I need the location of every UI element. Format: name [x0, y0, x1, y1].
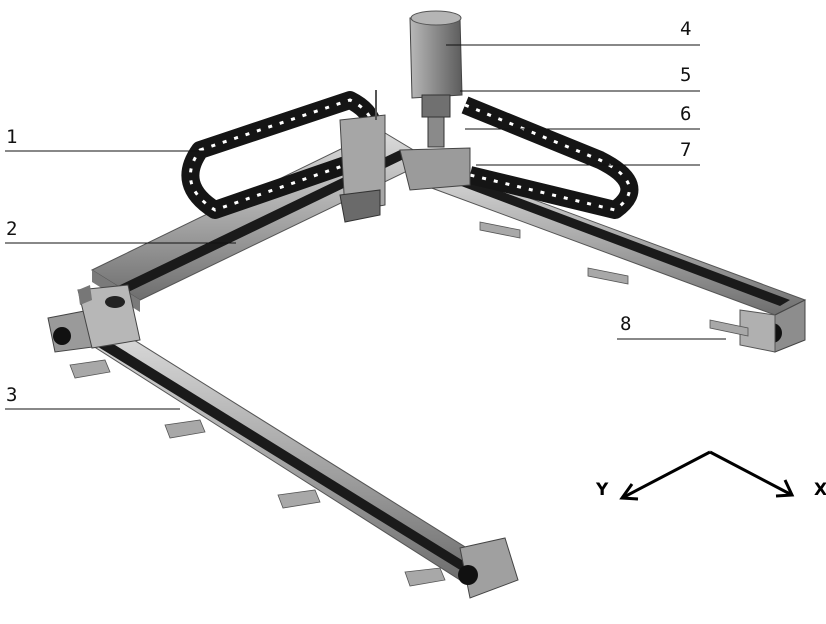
- rail-3: [47, 307, 519, 599]
- callout-6: 6: [680, 103, 693, 125]
- callout-7: 7: [680, 139, 693, 161]
- callout-5: 5: [680, 64, 693, 86]
- motor-4: [409, 10, 463, 99]
- carriage-7: [399, 147, 471, 191]
- callout-3: 3: [6, 384, 19, 406]
- callout-1: 1: [6, 126, 19, 148]
- rail-x-right: [408, 164, 807, 353]
- coupling-5: [421, 94, 451, 148]
- carriage-z: [339, 90, 386, 223]
- carriage-corner: [77, 284, 141, 349]
- cable-chain-6: [461, 96, 639, 219]
- callout-8: 8: [620, 313, 633, 335]
- axis-label-x: X: [814, 480, 826, 500]
- callout-4: 4: [680, 18, 693, 40]
- axis-label-y: Y: [596, 480, 609, 500]
- callout-2: 2: [6, 218, 19, 240]
- axis-arrows: [619, 450, 795, 501]
- leader-lines: [5, 44, 726, 410]
